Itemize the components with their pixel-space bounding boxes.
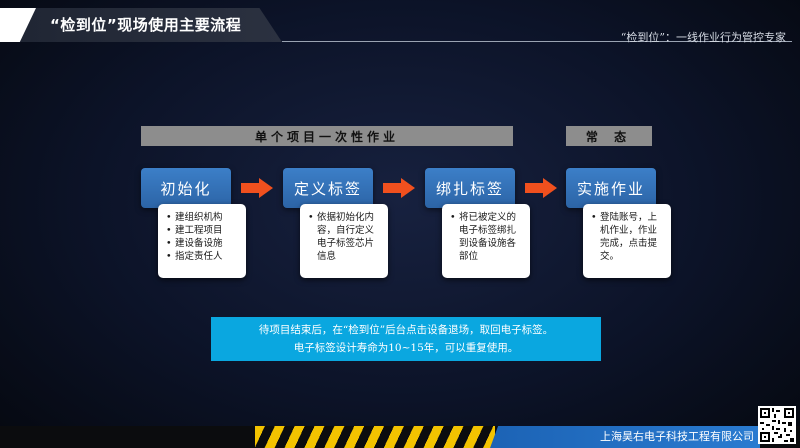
bullet-icon: • (591, 212, 597, 223)
header-divider (282, 41, 792, 42)
slogan: “检到位”：一线作业行为管控专家 (620, 31, 786, 44)
step-card-execute-work: •登陆账号，上机作业，作业完成，点击提交。 (583, 204, 671, 278)
list-item: •将已被定义的电子标签绑扎到设备设施各部位 (450, 212, 517, 262)
step-head-initialize: 初始化 (141, 168, 231, 208)
footer-company-band (490, 426, 760, 448)
list-item: •指定责任人 (166, 251, 223, 262)
arrow-right-icon (525, 178, 557, 198)
bullet-icon: • (308, 212, 314, 223)
step-card-bind-tag: •将已被定义的电子标签绑扎到设备设施各部位 (442, 204, 530, 278)
list-item: •依据初始化内容，自行定义电子标签芯片信息 (308, 212, 375, 262)
arrow-right-icon (383, 178, 415, 198)
info-line-2: 电子标签设计寿命为10~15年，可以重复使用。 (293, 342, 519, 354)
page-title: “检到位”现场使用主要流程 (50, 16, 242, 34)
step-head-bind-tag: 绑扎标签 (425, 168, 515, 208)
step-card-initialize: •建组织机构 •建工程项目 •建设备设施 •指定责任人 (158, 204, 246, 278)
bullet-icon: • (166, 238, 172, 249)
company-name: 上海昊右电子科技工程有限公司 (600, 430, 754, 443)
bullet-icon: • (166, 251, 172, 262)
footer-hazard-stripes (255, 426, 495, 448)
bullet-icon: • (166, 225, 172, 236)
step-card-define-tag: •依据初始化内容，自行定义电子标签芯片信息 (300, 204, 388, 278)
list-item: •建组织机构 (166, 212, 223, 223)
step-head-execute-work: 实施作业 (566, 168, 656, 208)
info-line-1: 待项目结束后，在“检到位”后台点击设备退场，取回电子标签。 (258, 324, 554, 336)
qr-code-icon (758, 406, 796, 444)
list-item: •建工程项目 (166, 225, 223, 236)
bullet-icon: • (450, 212, 456, 223)
info-box: 待项目结束后，在“检到位”后台点击设备退场，取回电子标签。 电子标签设计寿命为1… (211, 317, 601, 361)
list-item: •登陆账号，上机作业，作业完成，点击提交。 (591, 212, 658, 262)
phase-normal-bar: 常 态 (566, 126, 652, 146)
step-head-define-tag: 定义标签 (283, 168, 373, 208)
bullet-icon: • (166, 212, 172, 223)
list-item: •建设备设施 (166, 238, 223, 249)
title-bar (0, 8, 282, 42)
arrow-right-icon (241, 178, 273, 198)
phase-single-bar: 单个项目一次性作业 (141, 126, 513, 146)
